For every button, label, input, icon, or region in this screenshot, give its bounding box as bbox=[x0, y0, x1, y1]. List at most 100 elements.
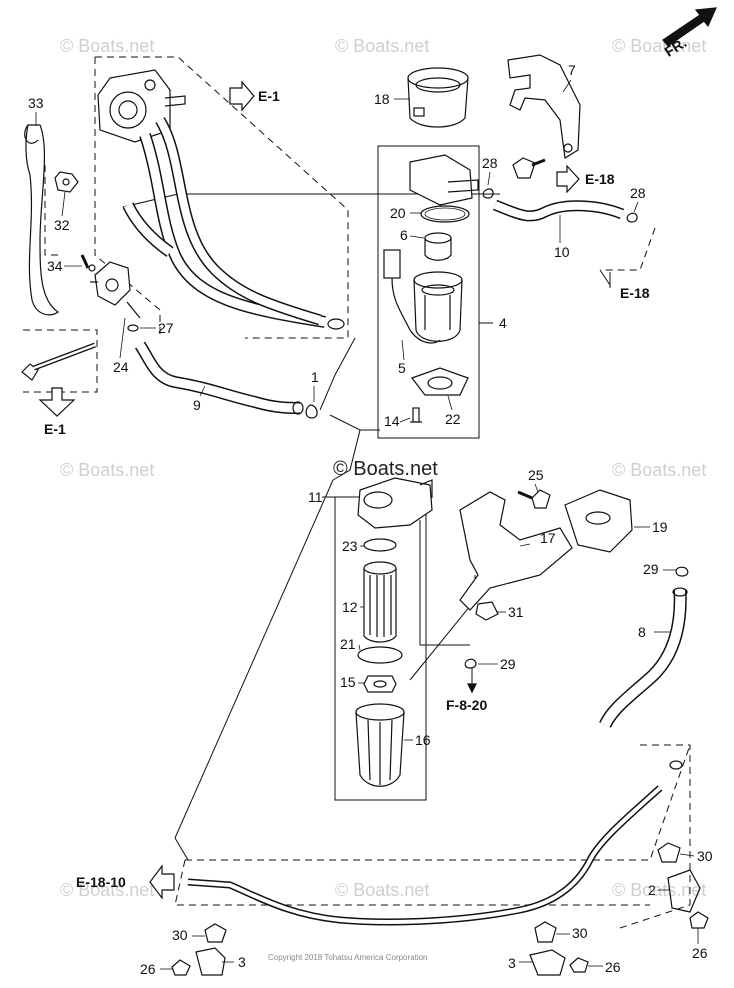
label-29a: 29 bbox=[643, 561, 659, 577]
label-18: 18 bbox=[374, 91, 390, 107]
label-23: 23 bbox=[342, 538, 358, 554]
label-27: 27 bbox=[158, 320, 174, 336]
part-33-retainer bbox=[24, 124, 60, 316]
part-16-bowl bbox=[355, 703, 405, 787]
part-20-oring bbox=[420, 205, 470, 223]
part-17-bracket bbox=[459, 491, 573, 611]
ref-arrows bbox=[38, 7, 717, 900]
label-25: 25 bbox=[528, 467, 544, 483]
part-26-bolt-right bbox=[689, 911, 709, 929]
long-bolt bbox=[21, 342, 96, 381]
part-2-bracket bbox=[667, 869, 701, 913]
label-3b: 3 bbox=[508, 955, 516, 971]
label-24: 24 bbox=[113, 359, 129, 375]
part-23-oring bbox=[363, 538, 397, 552]
part-7-bracket bbox=[507, 54, 581, 159]
bolt-e18 bbox=[512, 157, 546, 179]
part-21-oring bbox=[357, 646, 403, 664]
label-7: 7 bbox=[568, 62, 576, 78]
ref-e18-a: E-18 bbox=[585, 171, 615, 187]
label-26a: 26 bbox=[140, 961, 156, 977]
part-28-clip-b bbox=[626, 212, 638, 223]
part-19-clamp bbox=[564, 489, 633, 553]
ref-e1-left: E-1 bbox=[44, 421, 66, 437]
part-8-hose bbox=[599, 587, 688, 729]
part-14-screw bbox=[410, 407, 422, 423]
copyright-notice: Copyright 2018 Tohatsu America Corporati… bbox=[268, 953, 428, 962]
ref-f820: F-8-20 bbox=[446, 697, 487, 713]
watermark-bottom-left: © Boats.net bbox=[60, 880, 155, 900]
label-21: 21 bbox=[340, 636, 356, 652]
part-labels: 33 32 34 27 24 9 1 18 7 28 28 20 6 10 4 … bbox=[28, 34, 713, 977]
label-17: 17 bbox=[540, 530, 556, 546]
part-4-wire-connector bbox=[383, 249, 441, 344]
label-26c: 26 bbox=[692, 945, 708, 961]
fuel-pump-assembly bbox=[97, 69, 345, 330]
part-18-cover bbox=[407, 67, 469, 128]
label-8: 8 bbox=[638, 624, 646, 640]
part-4-filter-bowl bbox=[413, 271, 463, 342]
ref-e1810: E-18-10 bbox=[76, 874, 126, 890]
part-1-clip bbox=[305, 404, 318, 419]
part-28-clip-a bbox=[482, 188, 494, 199]
label-11: 11 bbox=[308, 489, 323, 505]
label-10: 10 bbox=[554, 244, 570, 260]
part-25-bolt bbox=[517, 489, 551, 509]
connector-lines bbox=[122, 193, 611, 861]
part-29-clip-a bbox=[675, 566, 689, 577]
part-22-gasket bbox=[411, 367, 469, 396]
label-22: 22 bbox=[445, 411, 461, 427]
part-31-grommet bbox=[475, 601, 499, 621]
part-3-bracket-center bbox=[529, 949, 566, 976]
watermark-top-center: © Boats.net bbox=[335, 36, 430, 56]
label-20: 20 bbox=[390, 205, 406, 221]
label-4: 4 bbox=[499, 315, 507, 331]
watermark-mid-right: © Boats.net bbox=[612, 460, 707, 480]
dashed-frames bbox=[23, 56, 691, 929]
part-15-nut bbox=[363, 675, 397, 693]
ref-e1-top: E-1 bbox=[258, 88, 280, 104]
label-31: 31 bbox=[508, 604, 524, 620]
label-5: 5 bbox=[398, 360, 406, 376]
part-30-clip-center bbox=[534, 921, 557, 943]
label-28b: 28 bbox=[630, 185, 646, 201]
label-14: 14 bbox=[384, 413, 400, 429]
label-6: 6 bbox=[400, 227, 408, 243]
label-28a: 28 bbox=[482, 155, 498, 171]
center-watermark: © Boats.net bbox=[333, 458, 438, 480]
part-10-hose bbox=[492, 199, 625, 222]
part-3-bracket-left bbox=[195, 947, 226, 976]
part-9-hose bbox=[134, 341, 304, 415]
label-16: 16 bbox=[415, 732, 431, 748]
part-32-clamp bbox=[54, 171, 79, 193]
part-6-valve bbox=[424, 232, 452, 261]
watermark-top-left: © Boats.net bbox=[60, 36, 155, 56]
part-26-bolt-left bbox=[171, 959, 191, 976]
part-26-bolt-center bbox=[569, 957, 589, 973]
watermark-bottom-center: © Boats.net bbox=[335, 880, 430, 900]
label-3a: 3 bbox=[238, 954, 246, 970]
label-34: 34 bbox=[47, 258, 63, 274]
label-33: 33 bbox=[28, 95, 44, 111]
part-29-clip-b bbox=[464, 658, 477, 669]
label-32: 32 bbox=[54, 217, 70, 233]
part-group-box-4 bbox=[377, 145, 480, 439]
label-30c: 30 bbox=[697, 848, 713, 864]
leader-lines bbox=[35, 79, 699, 970]
ref-e18-b: E-18 bbox=[620, 285, 650, 301]
label-9: 9 bbox=[193, 397, 201, 413]
label-19: 19 bbox=[652, 519, 668, 535]
part-12-element bbox=[363, 561, 397, 643]
part-11-filter-head bbox=[357, 477, 433, 529]
label-15: 15 bbox=[340, 674, 356, 690]
fuel-line-pipe bbox=[187, 760, 683, 926]
part-30-clip-right bbox=[657, 842, 681, 863]
label-1: 1 bbox=[311, 369, 319, 385]
watermark-mid-left: © Boats.net bbox=[60, 460, 155, 480]
part-4-pump-head bbox=[409, 154, 479, 206]
label-30b: 30 bbox=[572, 925, 588, 941]
label-26b: 26 bbox=[605, 959, 621, 975]
label-29b: 29 bbox=[500, 656, 516, 672]
part-27-clip bbox=[127, 324, 139, 332]
